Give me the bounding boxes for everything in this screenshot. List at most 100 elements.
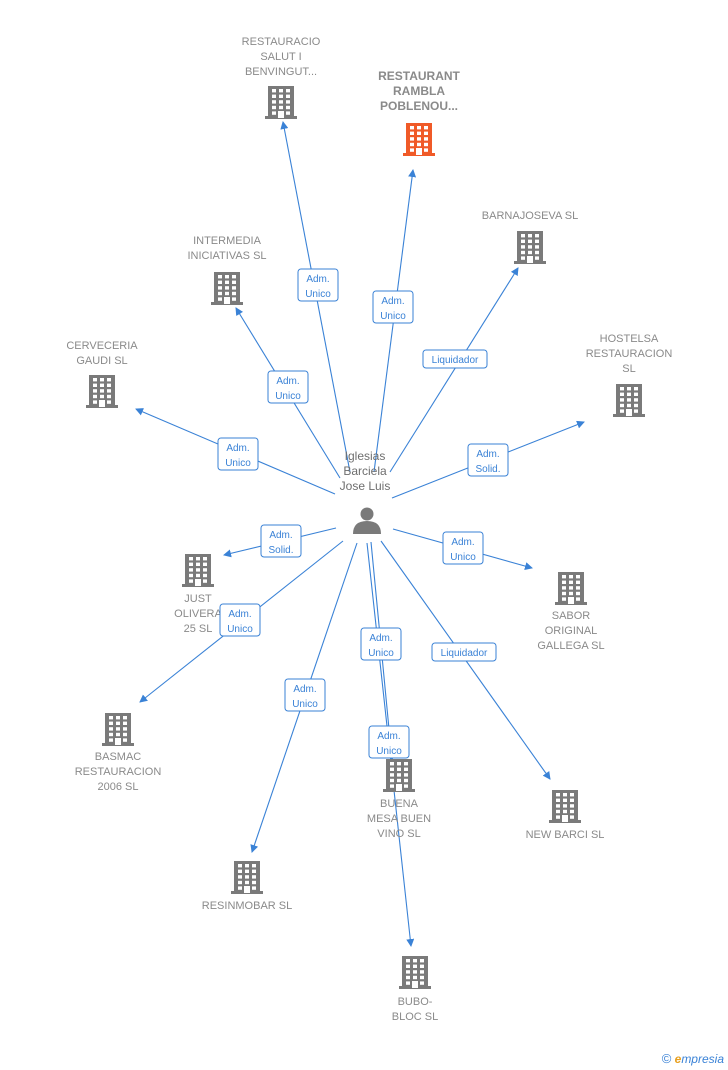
edge-label-restaurant-rambla[interactable]: Adm. Unico bbox=[372, 290, 414, 324]
company-node-resinmobar[interactable]: RESINMOBAR SL bbox=[202, 861, 292, 912]
edge-label-bubo-bloc[interactable]: Adm. Unico bbox=[368, 725, 410, 759]
company-label: INTERMEDIA bbox=[193, 235, 262, 247]
edge-label-new-barci[interactable]: Liquidador bbox=[431, 642, 497, 662]
company-node-buena-mesa[interactable]: BUENA MESA BUEN VINO SL bbox=[367, 759, 431, 840]
company-label: HOSTELSA bbox=[600, 333, 659, 345]
edge-label-text: Solid. bbox=[268, 545, 293, 556]
building-icon bbox=[182, 554, 214, 587]
company-label: BUBO- bbox=[398, 996, 433, 1008]
company-label: CERVECERIA bbox=[66, 340, 138, 352]
edge-label-text: Adm. bbox=[381, 296, 404, 307]
company-label: VINO SL bbox=[377, 828, 420, 840]
building-icon bbox=[102, 713, 134, 746]
edge-label-basmac[interactable]: Adm. Unico bbox=[219, 603, 261, 637]
edge-label-intermedia[interactable]: Adm. Unico bbox=[267, 370, 309, 404]
company-label: RESTAURACION bbox=[586, 348, 673, 360]
edge-label-text: Liquidador bbox=[432, 355, 479, 366]
company-node-cerveceria-gaudi[interactable]: CERVECERIA GAUDI SL bbox=[66, 340, 138, 408]
edge-label-restauracio-salut[interactable]: Adm. Unico bbox=[297, 268, 339, 302]
edge-label-text: Unico bbox=[450, 552, 476, 563]
edge-label-barnajoseva[interactable]: Liquidador bbox=[422, 349, 488, 369]
company-node-hostelsa[interactable]: HOSTELSA RESTAURACION SL bbox=[586, 333, 673, 417]
edge-label-text: Adm. bbox=[377, 731, 400, 742]
company-label: RAMBLA bbox=[393, 84, 445, 98]
company-node-intermedia[interactable]: INTERMEDIA INICIATIVAS SL bbox=[187, 235, 267, 305]
company-label: JUST bbox=[184, 593, 212, 605]
building-icon bbox=[549, 790, 581, 823]
edge-label-text: Adm. bbox=[306, 274, 329, 285]
edge-label-text: Adm. bbox=[276, 376, 299, 387]
building-icon bbox=[613, 384, 645, 417]
edge-label-text: Solid. bbox=[475, 464, 500, 475]
person-name: Iglesias bbox=[345, 449, 386, 463]
company-label: RESTAURACION bbox=[75, 766, 162, 778]
edge-label-text: Adm. bbox=[369, 633, 392, 644]
edge-label-text: Unico bbox=[275, 391, 301, 402]
edge-label-text: Unico bbox=[225, 458, 251, 469]
company-label: BLOC SL bbox=[392, 1011, 438, 1023]
edge-label-text: Unico bbox=[368, 648, 394, 659]
company-label: 25 SL bbox=[184, 623, 213, 635]
edge-label-sabor-original[interactable]: Adm. Unico bbox=[442, 531, 484, 565]
company-label: BENVINGUT... bbox=[245, 66, 317, 78]
company-node-new-barci[interactable]: NEW BARCI SL bbox=[526, 790, 605, 841]
edge-label-text: Adm. bbox=[228, 609, 251, 620]
company-node-restaurant-rambla[interactable]: RESTAURANTRAMBLAPOBLENOU... bbox=[378, 69, 461, 156]
company-label: GALLEGA SL bbox=[537, 640, 604, 652]
edge-label-text: Adm. bbox=[293, 684, 316, 695]
building-icon bbox=[403, 123, 435, 156]
edge-label-text: Unico bbox=[380, 311, 406, 322]
building-icon bbox=[211, 272, 243, 305]
company-label: RESINMOBAR SL bbox=[202, 900, 292, 912]
edge-label-text: Adm. bbox=[269, 530, 292, 541]
company-node-barnajoseva[interactable]: BARNAJOSEVA SL bbox=[482, 210, 578, 264]
building-icon bbox=[265, 86, 297, 119]
company-label: GAUDI SL bbox=[76, 355, 127, 367]
person-name: Barciela bbox=[343, 464, 387, 478]
person-icon bbox=[353, 507, 381, 534]
company-label: ORIGINAL bbox=[545, 625, 598, 637]
company-label: INICIATIVAS SL bbox=[187, 250, 266, 262]
edge-label-text: Adm. bbox=[476, 449, 499, 460]
edge-label-text: Adm. bbox=[226, 443, 249, 454]
edge-label-text: Unico bbox=[376, 746, 402, 757]
company-label: NEW BARCI SL bbox=[526, 829, 605, 841]
building-icon bbox=[555, 572, 587, 605]
company-label: SL bbox=[622, 363, 635, 375]
edge-label-text: Unico bbox=[292, 699, 318, 710]
copyright-symbol: © bbox=[661, 1051, 672, 1066]
company-label: BUENA bbox=[380, 798, 419, 810]
company-label: 2006 SL bbox=[98, 781, 139, 793]
edge-label-text: Unico bbox=[227, 624, 253, 635]
edge-label-text: Unico bbox=[305, 289, 331, 300]
edge-label-text: Liquidador bbox=[441, 648, 488, 659]
building-icon bbox=[399, 956, 431, 989]
edge-label-cerveceria-gaudi[interactable]: Adm. Unico bbox=[217, 437, 259, 471]
company-label: RESTAURACIO bbox=[242, 36, 321, 48]
brand-initial: e bbox=[674, 1052, 682, 1066]
company-label: BARNAJOSEVA SL bbox=[482, 210, 578, 222]
company-label: SABOR bbox=[552, 610, 591, 622]
company-label: POBLENOU... bbox=[380, 99, 458, 113]
building-icon bbox=[86, 375, 118, 408]
brand-logo[interactable]: © empresia bbox=[662, 1051, 724, 1066]
company-label: RESTAURANT bbox=[378, 69, 460, 83]
building-icon bbox=[514, 231, 546, 264]
company-label: MESA BUEN bbox=[367, 813, 431, 825]
building-icon bbox=[383, 759, 415, 792]
company-node-bubo-bloc[interactable]: BUBO- BLOC SL bbox=[392, 956, 438, 1023]
edge-label-just-olivera[interactable]: Adm. Solid. bbox=[260, 524, 302, 558]
building-icon bbox=[231, 861, 263, 894]
edge-label-text: Adm. bbox=[451, 537, 474, 548]
edge-label-buena-mesa[interactable]: Adm. Unico bbox=[360, 627, 402, 661]
person-name: Jose Luis bbox=[340, 479, 391, 493]
edge-label-hostelsa[interactable]: Adm. Solid. bbox=[467, 443, 509, 477]
edge-label-resinmobar[interactable]: Adm. Unico bbox=[284, 678, 326, 712]
brand-name: mpresia bbox=[681, 1052, 724, 1066]
company-node-sabor-original[interactable]: SABOR ORIGINAL GALLEGA SL bbox=[537, 572, 605, 652]
